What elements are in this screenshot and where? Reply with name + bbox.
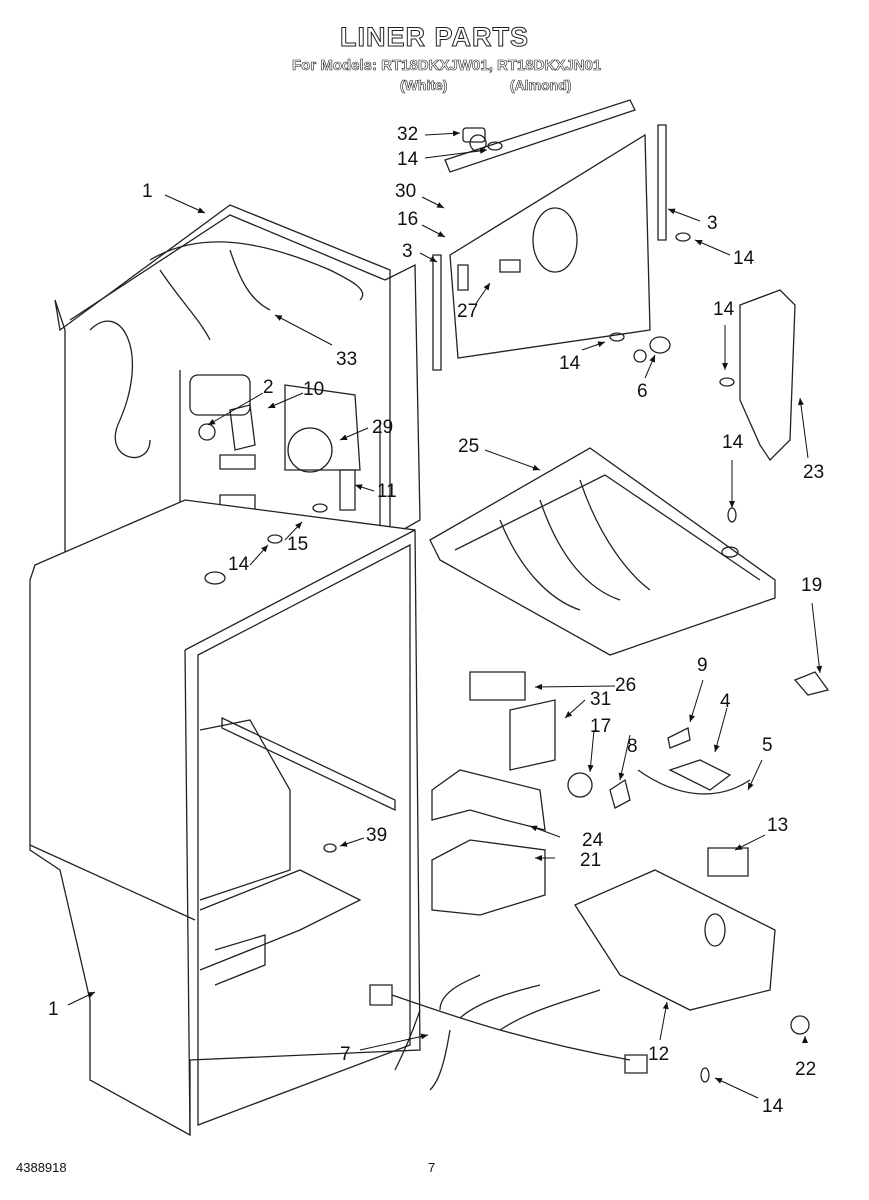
callout-14: 14	[722, 432, 744, 453]
light-housing-parts	[432, 672, 828, 1034]
callout-29: 29	[372, 417, 394, 438]
callout-3: 3	[707, 213, 718, 234]
freezer-shelf	[430, 448, 775, 655]
callout-3: 3	[402, 241, 413, 262]
callout-25: 25	[458, 436, 480, 457]
callout-8: 8	[627, 736, 638, 757]
variant-almond: (Almond)	[510, 77, 572, 94]
fresh-food-liner	[30, 500, 420, 1135]
evaporator-assembly	[190, 375, 360, 510]
callout-9: 9	[697, 655, 708, 676]
callout-32: 32	[397, 124, 419, 145]
callout-10: 10	[303, 379, 325, 400]
callout-14: 14	[733, 248, 755, 269]
callout-24: 24	[582, 830, 604, 851]
callout-19: 19	[801, 575, 823, 596]
callout-7: 7	[340, 1044, 351, 1065]
models-label: For Models: RT18DKXJW01, RT18DKXJN01	[292, 57, 602, 75]
callout-16: 16	[397, 209, 419, 230]
callout-14: 14	[762, 1096, 784, 1117]
callout-11: 11	[377, 481, 397, 502]
leader-lines	[68, 130, 823, 1098]
air-duct	[740, 290, 795, 460]
screws	[268, 128, 736, 1082]
callout-22: 22	[795, 1059, 817, 1080]
variant-white: (White)	[400, 77, 448, 94]
callout-17: 17	[590, 716, 612, 737]
rear-panel	[433, 100, 666, 370]
callout-5: 5	[762, 735, 773, 756]
callout-6: 6	[637, 381, 648, 402]
callout-2: 2	[263, 377, 274, 398]
callout-15: 15	[287, 534, 309, 555]
callout-12: 12	[648, 1044, 670, 1065]
wire-harness	[370, 975, 647, 1090]
callout-31: 31	[590, 689, 612, 710]
callout-4: 4	[720, 691, 731, 712]
callout-13: 13	[767, 815, 789, 836]
callout-30: 30	[395, 181, 417, 202]
callout-27: 27	[457, 301, 479, 322]
callout-1: 1	[48, 999, 59, 1020]
callout-1: 1	[142, 181, 153, 202]
callout-21: 21	[580, 850, 602, 871]
callout-14: 14	[713, 299, 735, 320]
callout-14: 14	[397, 149, 419, 170]
page-number: 7	[428, 1160, 436, 1175]
callout-26: 26	[615, 675, 637, 696]
diagram-title: LINER PARTS	[339, 22, 529, 53]
document-number: 4388918	[16, 1160, 67, 1175]
callout-14: 14	[559, 353, 581, 374]
callout-33: 33	[336, 349, 358, 370]
callout-14: 14	[228, 554, 250, 575]
callout-23: 23	[803, 462, 825, 483]
callout-39: 39	[366, 825, 388, 846]
